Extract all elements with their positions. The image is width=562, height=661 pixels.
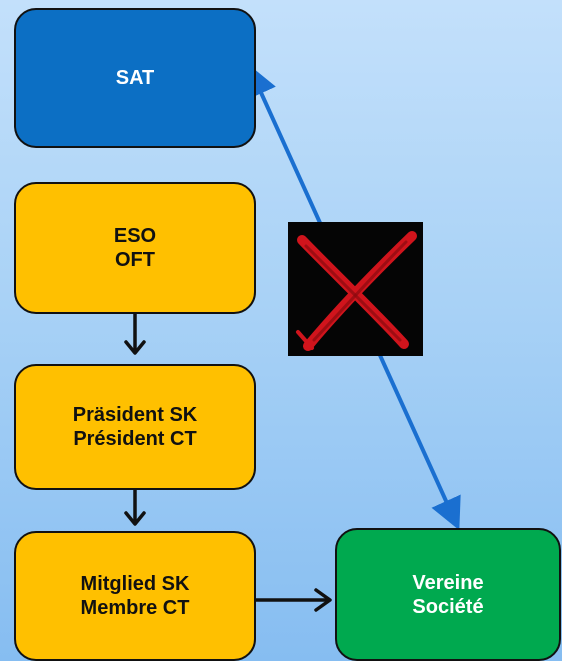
mitglied-sk-label: Mitglied SK [80, 573, 190, 595]
red-cross-icon [288, 222, 423, 356]
membre-ct-label: Membre CT [80, 597, 190, 619]
societe-label: Société [412, 595, 484, 618]
sat-label: SAT [115, 67, 155, 89]
president-ct-label: Président CT [73, 428, 197, 450]
mitglied-node: Mitglied SK Membre CT [14, 531, 256, 661]
eso-label: ESO [113, 225, 157, 247]
vereine-label: Vereine [412, 571, 484, 594]
president-sk-label: Präsident SK [72, 404, 198, 426]
oft-label: OFT [115, 249, 155, 271]
sat-node: SAT [14, 8, 256, 148]
president-node: Präsident SK Président CT [14, 364, 256, 490]
vereine-node: Vereine Société [335, 528, 561, 661]
arrow-president-to-mitglied [124, 488, 146, 526]
arrow-eso-to-president [124, 312, 146, 355]
arrow-mitglied-to-vereine [254, 588, 332, 612]
eso-oft-node: ESO OFT [14, 182, 256, 314]
